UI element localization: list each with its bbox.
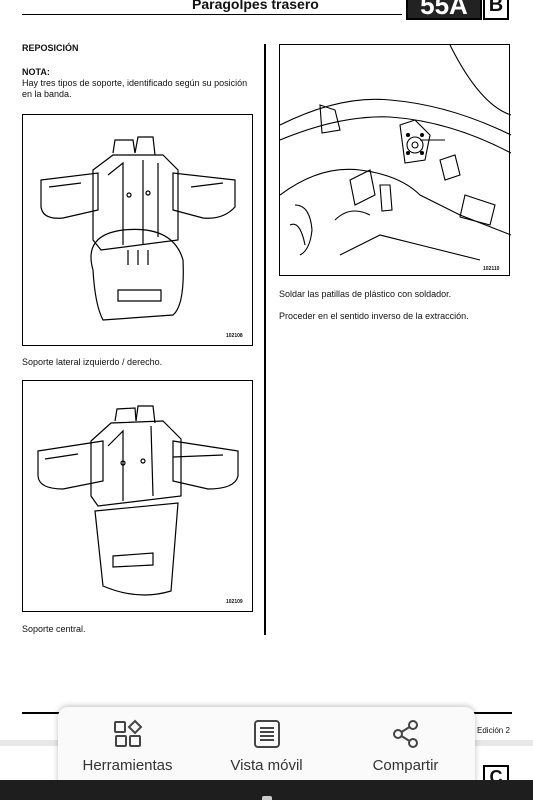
bumper-detail-illustration — [280, 45, 511, 261]
figure-lateral-support: 102108 — [22, 114, 253, 346]
page-letter-badge: B — [483, 0, 509, 20]
header-rule — [22, 14, 402, 15]
column-divider — [264, 44, 266, 635]
share-button[interactable]: Compartir — [336, 707, 475, 800]
figure-ref-number: 102108 — [226, 333, 243, 339]
figure-ref-number: 102110 — [483, 266, 500, 272]
share-icon — [392, 720, 418, 748]
section-code-badge: 55A — [406, 0, 482, 20]
instruction-solder: Soldar las patillas de plástico con sold… — [279, 289, 452, 299]
central-support-illustration — [37, 405, 239, 596]
page-title: Paragolpes trasero — [192, 0, 319, 12]
mobile-view-icon — [253, 720, 280, 748]
mobile-view-label: Vista móvil — [230, 757, 303, 774]
home-indicator[interactable] — [262, 796, 272, 800]
instruction-reverse: Proceder en el sentido inverso de la ext… — [279, 311, 469, 321]
figure-bumper-detail: 102110 — [279, 44, 511, 276]
figure-caption-lateral: Soporte lateral izquierdo / derecho. — [22, 357, 163, 367]
edition-label: Edición 2 — [477, 726, 510, 735]
tools-grid-icon — [113, 719, 142, 747]
figure-central-support: 102109 — [22, 380, 253, 612]
note-text: Hay tres tipos de soporte, identificado … — [22, 78, 248, 99]
mobile-view-button[interactable]: Vista móvil — [197, 707, 336, 800]
figure-caption-central: Soporte central. — [22, 624, 86, 634]
share-label: Compartir — [372, 757, 439, 774]
tools-label: Herramientas — [82, 757, 173, 774]
figure-ref-number: 102109 — [226, 599, 243, 605]
lateral-support-illustration — [40, 136, 236, 321]
system-navigation-bar — [0, 780, 533, 800]
next-page-letter-badge: C — [483, 765, 509, 780]
tools-button[interactable]: Herramientas — [58, 707, 197, 800]
note-heading: NOTA: — [22, 67, 50, 77]
section-heading: REPOSICIÓN — [22, 43, 79, 53]
